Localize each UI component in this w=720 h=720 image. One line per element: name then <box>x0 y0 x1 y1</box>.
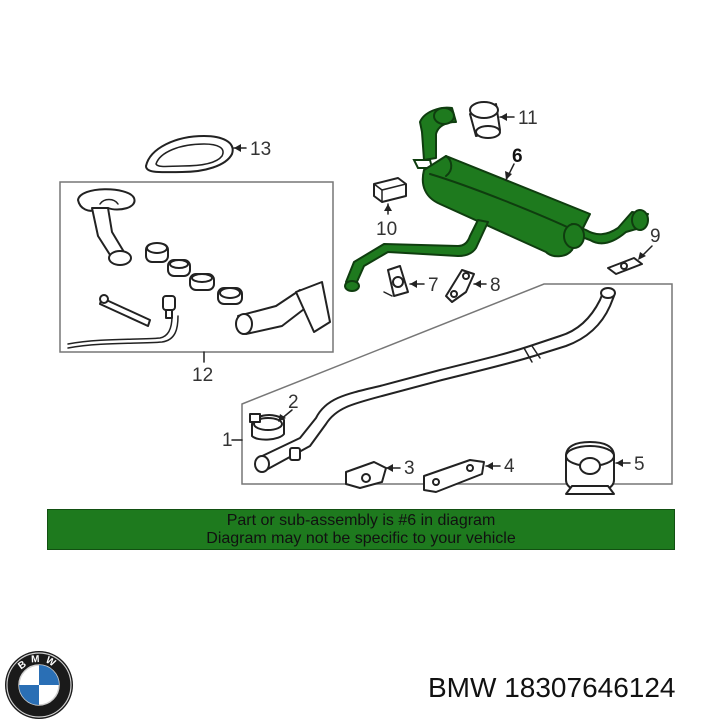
notice-banner: Part or sub-assembly is #6 in diagram Di… <box>47 509 675 550</box>
part-9-bracket <box>607 257 643 275</box>
callout-12: 12 <box>192 365 213 386</box>
exhaust-system-diagram: 12 13 <box>59 101 673 495</box>
callout-10: 10 <box>376 219 397 240</box>
part-1-frame <box>241 283 673 485</box>
part-9-arrow <box>638 252 646 260</box>
part-2-arrow <box>278 414 286 422</box>
part-2-clamp <box>249 413 285 441</box>
callout-6: 6 <box>512 146 523 167</box>
part-13-arrow <box>234 144 241 152</box>
part-7-arrow <box>410 280 417 288</box>
callout-5: 5 <box>634 454 645 475</box>
part-12-sensor-cap <box>162 295 176 319</box>
part-12-hose <box>67 315 179 349</box>
callout-4: 4 <box>504 456 515 477</box>
part-4-heat-shield-bracket <box>423 459 485 493</box>
part-6-arrow <box>505 171 512 180</box>
callout-8: 8 <box>490 275 501 296</box>
part-11-arrow <box>500 113 507 121</box>
callout-3: 3 <box>404 458 415 479</box>
part-12-pipe-outlet <box>235 281 331 335</box>
part-12-cable-tie <box>99 294 151 327</box>
part-12-pipe-inlet <box>77 188 136 266</box>
part-1-center-pipe <box>254 287 616 473</box>
callout-1: 1 <box>222 430 233 451</box>
bmw-logo: BMW <box>5 651 73 719</box>
part-4-arrow <box>486 462 493 470</box>
part-13-trim <box>145 135 234 174</box>
part-3-bracket <box>345 461 387 489</box>
part-7-hanger <box>383 265 409 297</box>
part-12-clamps <box>145 242 243 305</box>
part-5-mount <box>565 441 615 495</box>
part-11-tip <box>469 101 501 139</box>
part-8-bracket <box>445 269 475 303</box>
notice-line-2: Diagram may not be specific to your vehi… <box>206 529 516 547</box>
callout-13: 13 <box>250 139 271 160</box>
part-6-rear-muffler <box>344 106 649 292</box>
callout-2: 2 <box>288 392 299 413</box>
callout-11: 11 <box>518 108 538 129</box>
part-10-insulator <box>373 177 407 203</box>
callout-7: 7 <box>428 275 439 296</box>
part-3-arrow <box>386 464 393 472</box>
notice-line-1: Part or sub-assembly is #6 in diagram <box>226 511 496 529</box>
part-12-frame <box>59 181 334 353</box>
part-5-arrow <box>616 459 623 467</box>
part-10-arrow <box>384 204 392 211</box>
callout-9: 9 <box>650 226 661 247</box>
part-number-label: BMW 18307646124 <box>428 672 676 703</box>
part-8-arrow <box>474 280 481 288</box>
